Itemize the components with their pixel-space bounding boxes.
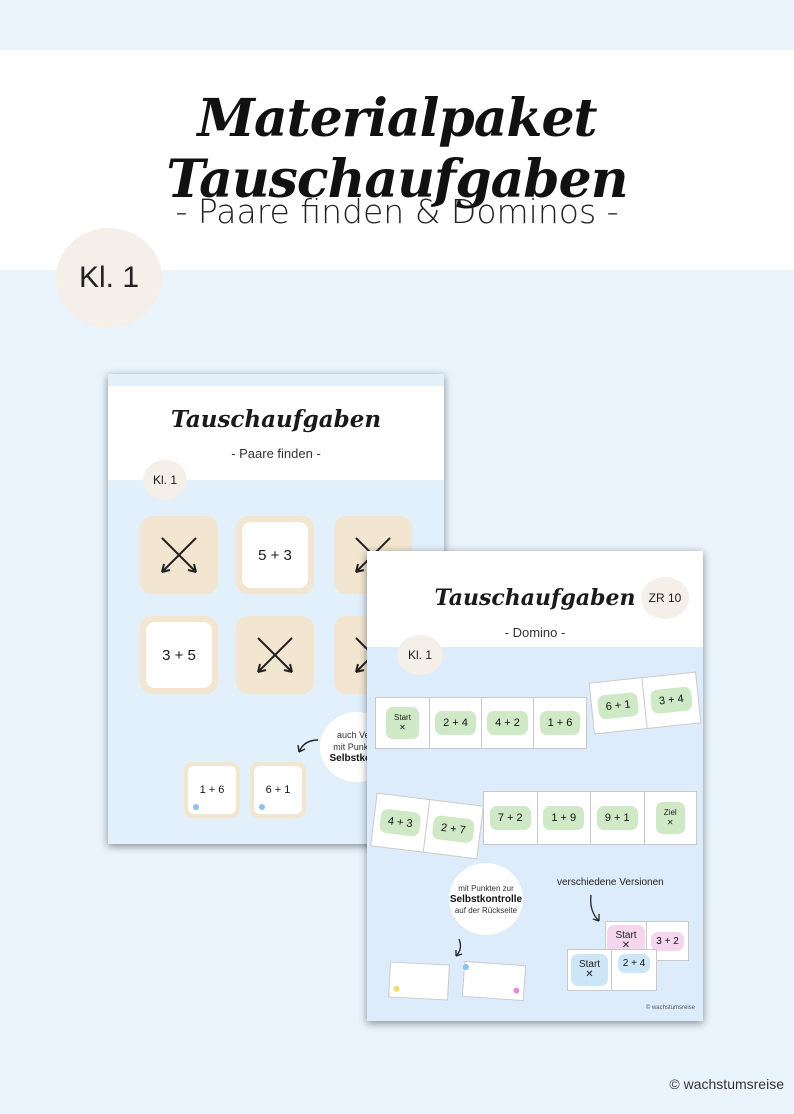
domino-segment: 6 + 1 bbox=[589, 678, 648, 734]
goal-label: Ziel bbox=[663, 808, 677, 817]
task-card-text: 3 + 5 bbox=[146, 622, 212, 688]
swap-arrows-icon: ✕ bbox=[666, 818, 674, 827]
bubble-line-bold: Selbstkontrolle bbox=[449, 893, 523, 905]
domino-task: 2 + 4 bbox=[617, 954, 651, 973]
domino-back-piece bbox=[388, 961, 450, 1001]
domino-segment: 2 + 4 bbox=[430, 698, 482, 748]
sheet-subtitle: - Domino - bbox=[504, 625, 566, 640]
curved-arrow-icon bbox=[455, 938, 463, 957]
domino-task: 9 + 1 bbox=[596, 806, 638, 830]
check-dot bbox=[513, 987, 520, 994]
sheet-subtitle: - Paare finden - bbox=[231, 446, 321, 461]
swap-arrows-icon bbox=[161, 537, 197, 573]
domino-segment: 1 + 9 bbox=[538, 792, 591, 844]
swap-arrows-icon bbox=[257, 637, 293, 673]
sheet-grade-badge: Kl. 1 bbox=[397, 635, 443, 675]
domino-task: 2 + 7 bbox=[431, 814, 476, 844]
sheet-title: Tauschaufgaben bbox=[170, 406, 382, 433]
domino-segment: 4 + 3 bbox=[371, 793, 431, 852]
start-label: Start bbox=[615, 930, 637, 941]
sheet-title: Tauschaufgaben bbox=[434, 585, 636, 611]
sheet-grade-badge: Kl. 1 bbox=[143, 460, 187, 500]
preview-sheet-domino: Tauschaufgaben - Domino - ZR 10 Kl. 1 St… bbox=[367, 551, 703, 1021]
page-subtitle: - Paare finden & Dominos - bbox=[175, 192, 619, 231]
bubble-line: auf der Rückseite bbox=[454, 905, 518, 915]
domino-row-tilted: 6 + 1 3 + 4 bbox=[588, 671, 702, 735]
task-card: 5 + 3 bbox=[236, 516, 314, 594]
task-card-text: 5 + 3 bbox=[242, 522, 308, 588]
curved-arrow-icon bbox=[297, 739, 319, 753]
bubble-line-bold: Selbstkontr bbox=[329, 753, 385, 764]
mini-card: 1 + 6 bbox=[184, 762, 240, 818]
domino-segment: 9 + 1 bbox=[591, 792, 645, 844]
domino-segment: 3 + 2 bbox=[647, 922, 688, 960]
domino-task: 7 + 2 bbox=[489, 806, 531, 830]
domino-segment: 3 + 4 bbox=[642, 673, 700, 728]
domino-row: 7 + 2 1 + 9 9 + 1 Ziel✕ bbox=[483, 791, 697, 845]
domino-row: Start✕ 2 + 4 4 + 2 1 + 6 bbox=[375, 697, 587, 749]
start-label: Start bbox=[394, 713, 411, 722]
start-tile: Start✕ bbox=[570, 954, 609, 986]
start-tile: Start✕ bbox=[386, 707, 419, 739]
footer-copyright: © wachstumsreise bbox=[669, 1076, 784, 1092]
page-title: Materialpaket Tauschaufgaben bbox=[166, 88, 628, 210]
swap-card bbox=[236, 616, 314, 694]
check-dot bbox=[393, 985, 400, 992]
domino-segment: Start✕ bbox=[568, 950, 613, 990]
swap-arrows-icon: ✕ bbox=[621, 940, 631, 951]
task-card: 3 + 5 bbox=[140, 616, 218, 694]
version-piece: Start✕ 2 + 4 bbox=[567, 949, 657, 991]
swap-arrows-icon: ✕ bbox=[585, 969, 594, 980]
domino-task: 3 + 4 bbox=[649, 686, 693, 715]
info-bubble: mit Punkten zur Selbstkontrolle auf der … bbox=[449, 863, 523, 935]
mini-card-text: 6 + 1 bbox=[265, 784, 291, 796]
mini-card-text: 1 + 6 bbox=[199, 784, 225, 796]
bubble-line: auch Vers bbox=[336, 730, 378, 740]
domino-row-tilted: 4 + 3 2 + 7 bbox=[370, 792, 484, 860]
check-dot bbox=[462, 963, 470, 971]
bubble-line: mit Punkten zur bbox=[458, 883, 514, 893]
domino-segment: 2 + 4 bbox=[612, 950, 656, 990]
versions-label: verschiedene Versionen bbox=[557, 877, 664, 888]
grade-badge: Kl. 1 bbox=[56, 228, 162, 328]
domino-segment: 1 + 6 bbox=[534, 698, 586, 748]
bubble-line: mit Punkten bbox=[333, 742, 381, 752]
domino-task: 6 + 1 bbox=[596, 691, 640, 720]
sheet-copyright: © wachstumsreise bbox=[645, 1005, 695, 1011]
start-label: Start bbox=[578, 959, 601, 970]
curved-arrow-icon bbox=[590, 894, 600, 922]
domino-task: 1 + 6 bbox=[539, 711, 581, 735]
domino-task: 2 + 4 bbox=[435, 711, 476, 735]
goal-tile: Ziel✕ bbox=[655, 802, 685, 834]
swap-arrows-icon: ✕ bbox=[399, 723, 406, 732]
mini-card: 6 + 1 bbox=[250, 762, 306, 818]
domino-segment: 7 + 2 bbox=[484, 792, 538, 844]
domino-task: 4 + 2 bbox=[487, 711, 528, 735]
domino-back-piece bbox=[461, 960, 527, 1002]
domino-task: 1 + 9 bbox=[543, 806, 585, 830]
domino-task: 3 + 2 bbox=[651, 931, 684, 951]
domino-segment: 4 + 2 bbox=[482, 698, 534, 748]
range-badge: ZR 10 bbox=[641, 577, 689, 619]
domino-task: 4 + 3 bbox=[378, 808, 422, 838]
check-dot bbox=[259, 804, 265, 810]
swap-card bbox=[140, 516, 218, 594]
check-dot bbox=[193, 804, 199, 810]
domino-segment: 2 + 7 bbox=[424, 800, 483, 858]
domino-segment: Start✕ bbox=[376, 698, 430, 748]
domino-segment: Ziel✕ bbox=[645, 792, 697, 844]
